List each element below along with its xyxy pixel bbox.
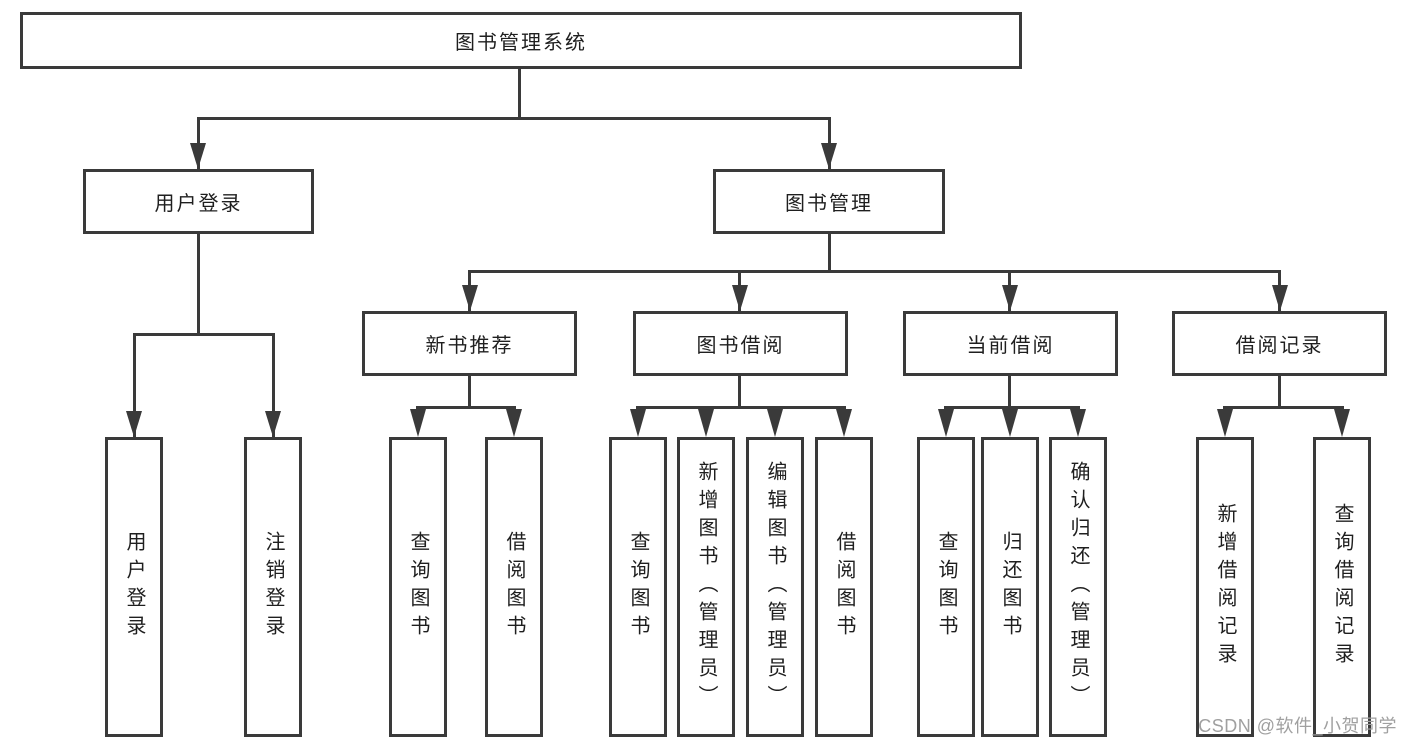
arrow-down-icon — [836, 409, 852, 437]
leaf-label: 编辑图书（管理员） — [764, 461, 786, 713]
leaf-borrow-books-rec: 借阅图书 — [485, 437, 543, 737]
arrow-down-icon — [126, 411, 142, 437]
node-current-borrow: 当前借阅 — [903, 311, 1118, 376]
arrow-down-icon — [767, 409, 783, 437]
connector-line — [416, 406, 516, 409]
connector-line — [738, 374, 741, 408]
leaf-query-books: 查询图书 — [609, 437, 667, 737]
leaf-logout: 注销登录 — [244, 437, 302, 737]
leaf-query-books-rec: 查询图书 — [389, 437, 447, 737]
node-borrow-record: 借阅记录 — [1172, 311, 1387, 376]
connector-line — [133, 333, 136, 437]
arrow-down-icon — [821, 143, 837, 169]
arrow-down-icon — [938, 409, 954, 437]
connector-line — [636, 406, 846, 409]
arrow-down-icon — [1217, 409, 1233, 437]
leaf-edit-books-admin: 编辑图书（管理员） — [746, 437, 804, 737]
connector-line — [1008, 374, 1011, 408]
connector-line — [468, 270, 1281, 273]
connector-line — [1223, 406, 1344, 409]
csdn-watermark: CSDN @软件_小贺同学 — [1198, 716, 1397, 736]
leaf-label: 用户登录 — [123, 531, 145, 643]
leaf-label: 注销登录 — [262, 531, 284, 643]
connector-line — [1278, 374, 1281, 408]
arrow-down-icon — [1070, 409, 1086, 437]
leaf-label: 借阅图书 — [833, 531, 855, 643]
leaf-label: 查询图书 — [407, 531, 429, 643]
leaf-user-login: 用户登录 — [105, 437, 163, 737]
node-user-login: 用户登录 — [83, 169, 314, 234]
connector-line — [468, 374, 471, 408]
arrow-down-icon — [1334, 409, 1350, 437]
connector-line — [197, 117, 831, 120]
connector-line — [944, 406, 1080, 409]
arrow-down-icon — [698, 409, 714, 437]
connector-line — [828, 234, 831, 273]
connector-line — [518, 69, 521, 120]
leaf-add-books-admin: 新增图书（管理员） — [677, 437, 735, 737]
leaf-return-books: 归还图书 — [981, 437, 1039, 737]
node-book-borrow: 图书借阅 — [633, 311, 848, 376]
connector-line — [272, 333, 275, 437]
arrow-down-icon — [410, 409, 426, 437]
arrow-down-icon — [732, 285, 748, 311]
arrow-down-icon — [190, 143, 206, 169]
node-new-book-rec: 新书推荐 — [362, 311, 577, 376]
leaf-confirm-return-admin: 确认归还（管理员） — [1049, 437, 1107, 737]
leaf-label: 归还图书 — [999, 531, 1021, 643]
leaf-label: 借阅图书 — [503, 531, 525, 643]
arrow-down-icon — [462, 285, 478, 311]
arrow-down-icon — [630, 409, 646, 437]
leaf-label: 新增图书（管理员） — [695, 461, 717, 713]
leaf-query-books-current: 查询图书 — [917, 437, 975, 737]
leaf-label: 新增借阅记录 — [1214, 503, 1236, 671]
node-root: 图书管理系统 — [20, 12, 1022, 69]
arrow-down-icon — [1272, 285, 1288, 311]
leaf-label: 查询图书 — [935, 531, 957, 643]
arrow-down-icon — [265, 411, 281, 437]
leaf-add-borrow-record: 新增借阅记录 — [1196, 437, 1254, 737]
arrow-down-icon — [1002, 285, 1018, 311]
leaf-query-borrow-record: 查询借阅记录 — [1313, 437, 1371, 737]
arrow-down-icon — [506, 409, 522, 437]
leaf-label: 确认归还（管理员） — [1067, 461, 1089, 713]
leaf-label: 查询图书 — [627, 531, 649, 643]
node-book-mgmt: 图书管理 — [713, 169, 945, 234]
arrow-down-icon — [1002, 409, 1018, 437]
connector-line — [133, 333, 275, 336]
leaf-label: 查询借阅记录 — [1331, 503, 1353, 671]
leaf-borrow-books: 借阅图书 — [815, 437, 873, 737]
connector-line — [197, 234, 200, 336]
